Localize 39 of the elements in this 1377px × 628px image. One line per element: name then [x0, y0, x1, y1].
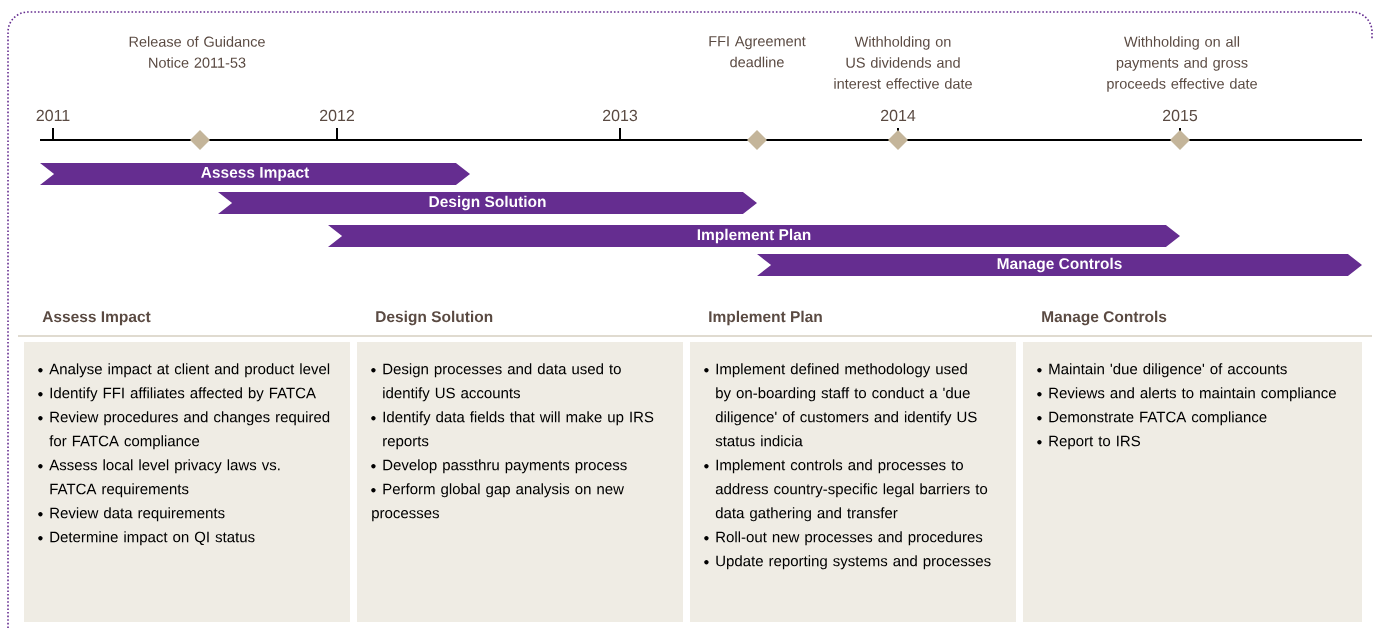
bullet-item: Maintain 'due diligence' of accounts — [1037, 363, 1287, 378]
bullet-item: Review data requirements — [38, 507, 225, 522]
bullet-item: Implement defined methodology used by on-boarding staff to conduct a 'due diligence' of customers and identify US status indicia — [704, 363, 977, 447]
year-label: 2012 — [320, 109, 354, 122]
bullet-item: Assess local level privacy laws vs. FATCA requirements — [38, 459, 280, 498]
bullet-item: Implement controls and processes to address country-specific legal barriers to data gathering and transfer — [704, 459, 988, 522]
bullet-item: Develop passthru payments process — [371, 459, 627, 474]
node-label: Assess Impact — [42, 311, 151, 326]
milestone-label: Withholding on all payments and gross proceeds effective date — [1107, 36, 1257, 92]
bullet-item: Review procedures and changes required for FATCA compliance — [38, 411, 330, 450]
year-label: 2013 — [603, 109, 638, 122]
year-label: 2011 — [36, 109, 70, 122]
node-label: Implement Plan — [709, 310, 822, 326]
year-label: 2015 — [1163, 109, 1198, 122]
phase-banner: Assess Impact — [40, 163, 470, 185]
phase-banner: Manage Controls — [757, 254, 1362, 276]
task-column: Manage Controls Maintain 'due diligence' of accounts Reviews and alerts to maintain compliance Demonstrate FATCA compliance Report to IRS — [1023, 310, 1362, 622]
task-column: Design Solution Design processes and data used to identify US accounts Identify data fields that will make up IRS reports Develop passthru payments process Perform global gap analysis on new processes — [357, 310, 683, 622]
bullet-item: Report to IRS — [1037, 435, 1141, 450]
bullet-item: Roll-out new processes and procedures — [704, 531, 983, 546]
node-label: Design Solution — [376, 310, 493, 326]
node-label: Manage Controls — [1042, 310, 1167, 326]
task-column: Implement Plan Implement defined methodology used by on-boarding staff to conduct a 'due diligence' of customers and identify US status indicia Implement controls and processes to address country-specific legal barriers to data gathering and transfer Roll-out new processes and procedures Update reporting systems and processes — [690, 310, 1016, 622]
bullet-item: Analyse impact at client and product level — [38, 363, 330, 378]
phase-banner: Design Solution — [218, 192, 757, 214]
bullet-item: Determine impact on QI status — [38, 531, 255, 546]
bullet-item: Design processes and data used to identify US accounts — [371, 363, 621, 402]
bullet-item: Identify data fields that will make up IRS reports — [371, 411, 654, 450]
milestone-label: Withholding on US dividends and interest effective date — [834, 36, 972, 89]
task-column: Assess Impact Analyse impact at client and product level Identify FFI affiliates affected by FATCA Review procedures and changes required for FATCA compliance Assess local level privacy laws vs. FATCA requirements Review data requirements Determine impact on QI status — [24, 311, 350, 622]
phase-banner: Implement Plan — [328, 225, 1180, 247]
bullet-item: Update reporting systems and processes — [704, 555, 991, 570]
bullet-item: Perform global gap analysis on new processes — [371, 483, 624, 522]
bullet-item: Reviews and alerts to maintain compliance — [1037, 387, 1336, 402]
year-label: 2014 — [881, 109, 916, 122]
milestone-label: FFI Agreement deadline — [709, 36, 806, 68]
bullet-item: Demonstrate FATCA compliance — [1037, 411, 1267, 426]
milestone-label: Release of Guidance Notice 2011-53 — [129, 36, 265, 68]
bullet-item: Identify FFI affiliates affected by FATCA — [38, 387, 316, 402]
